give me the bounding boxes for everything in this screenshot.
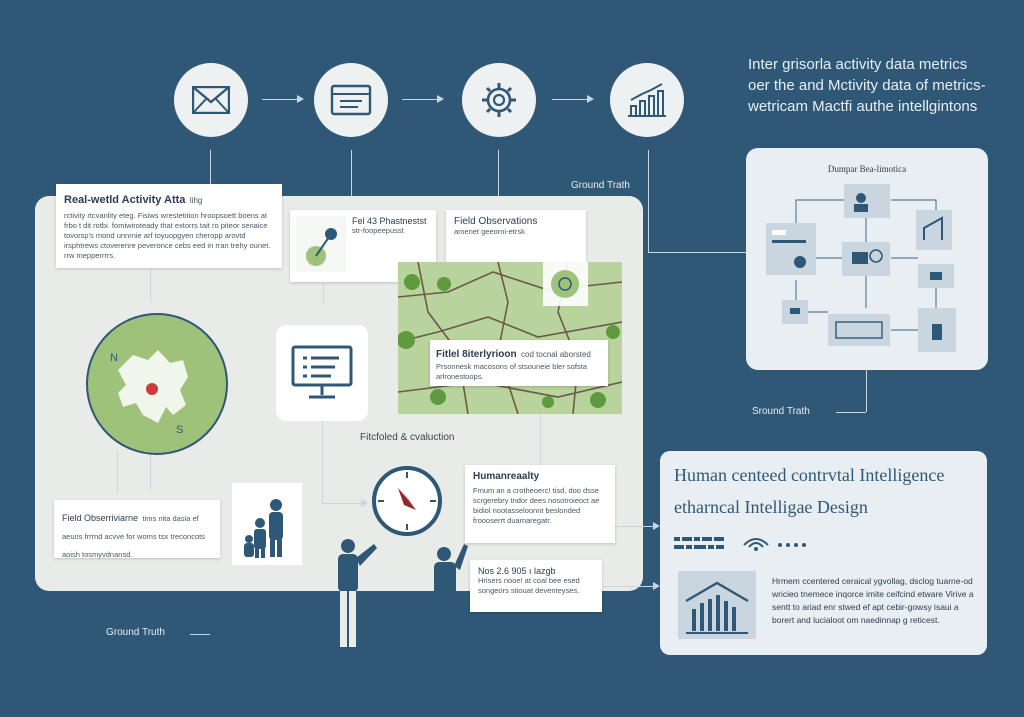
header-text: Inter grisorla activity data metrics oer… <box>748 54 1008 117</box>
building-chart-icon <box>685 581 749 634</box>
predicted-evaluation-label: Fitcfoled & cvaluction <box>360 432 455 443</box>
gear-circle <box>462 63 536 137</box>
document-circle <box>314 63 388 137</box>
people-pointing-icon <box>338 539 468 648</box>
connector-h-chart <box>648 252 746 253</box>
nos-body: Hrisers nooe! at coal bee esed songeors … <box>478 576 580 595</box>
right-diagram-icon <box>766 184 956 352</box>
header-line-1: Inter grisorla activity data metrics <box>748 56 968 73</box>
map-circle-up-arrow <box>117 450 118 494</box>
map-label-title-suffix: cod tocnal aborsted <box>521 350 591 359</box>
field-observ-title: Field Obserriviarne <box>62 513 139 523</box>
connector-v-chart <box>648 150 649 252</box>
field-observ-body: tims nita dasia ef aeuns frrrnd acvve fo… <box>62 514 205 559</box>
right-panel-connector <box>866 370 867 412</box>
compass <box>372 466 442 536</box>
wifi-icon <box>743 538 806 551</box>
fel-card: Fel 43 Phastnestst str-foopeepusst <box>290 210 436 282</box>
chart-circle <box>610 63 684 137</box>
flow-arrow-2 <box>402 95 444 103</box>
header-line-2: oer the and Mctivity data of metrics- <box>748 77 986 94</box>
nos-card: Nos 2.6 905 ı lazgb Hrisers nooe! at coa… <box>470 560 602 612</box>
right-panel-title: Dumpar Bea-limotica <box>827 164 907 174</box>
location-map-circle: N S <box>86 313 228 455</box>
monitor-to-compass-arrow <box>322 499 368 507</box>
field-observations-card: Field Observations amenet geeorni-etrsk <box>446 210 586 270</box>
human-reality-title: Humanreaalty <box>473 471 540 482</box>
human-panel-title-2: etharncal Intelligae Design <box>674 497 868 517</box>
map-label-card: Fitlel 8iterlyrioon cod tocnal aborsted … <box>430 340 608 386</box>
realworld-title: Real-wetld Activity Atta <box>64 194 186 206</box>
connector-v-document <box>351 150 352 198</box>
ground-truth-top-label: Ground Trath <box>571 180 630 191</box>
map-label-body: Prsonnesk macosons of stsouneie bler sof… <box>436 362 587 381</box>
field-observations-body: amenet geeorni-etrsk <box>454 227 525 236</box>
fel-body: str-foopeepusst <box>352 226 404 235</box>
monitor-icon <box>291 345 353 399</box>
realworld-card: Real-wetld Activity Atta lihg rctivity r… <box>56 184 282 268</box>
gear-icon <box>482 83 516 117</box>
human-panel-body: Hrmem ccentered ceraical ygvollag, dsclo… <box>772 576 974 625</box>
svg-text:N: N <box>110 352 118 364</box>
right-diagram-panel: Dumpar Bea-limotica <box>746 148 988 370</box>
envelope-icon <box>192 86 230 114</box>
document-icon <box>330 84 372 116</box>
ground-truth-bottom-label: Ground Truth <box>106 627 165 638</box>
human-reality-card: Humanreaalty Fmum an a crotheoerc! tisd,… <box>465 465 615 543</box>
street-map-icon <box>398 262 622 414</box>
envelope-circle <box>174 63 248 137</box>
map-circle-down-line <box>150 455 151 489</box>
monitor-tile <box>276 325 368 421</box>
compass-connector <box>540 414 541 466</box>
monitor-connector <box>322 421 323 503</box>
map-pin-icon <box>296 216 346 272</box>
ground-truth-right-label: Sround Trath <box>752 406 810 417</box>
human-panel-title-1: Human centeed contrvtal Intelligence <box>674 465 945 485</box>
header-line-3: wetricam Mactfi authe intellgintons <box>748 98 978 115</box>
connector-v-envelope <box>210 150 211 188</box>
compass-icon <box>378 472 436 530</box>
flow-arrow-1 <box>262 95 304 103</box>
human-panel-arrow-bottom <box>602 582 660 590</box>
fel-connector <box>323 282 324 304</box>
nos-title: Nos 2.6 905 ı lazgb <box>478 566 556 576</box>
realworld-title-suffix: lihg <box>189 196 203 205</box>
realworld-body: rctivity rtcvanlity eteg. Fisiws wrestet… <box>64 211 271 260</box>
human-reality-body: Fmum an a crotheoerc! tisd, doo dsse scr… <box>473 486 600 525</box>
field-observations-title: Field Observations <box>454 216 538 227</box>
connector-v-gear <box>498 150 499 204</box>
field-observ-card: Field Obserriviarne tims nita dasia ef a… <box>54 500 220 559</box>
ground-truth-bottom-line <box>190 634 210 635</box>
svg-text:S: S <box>176 424 183 436</box>
street-map-image <box>398 262 622 414</box>
building-chart-tile <box>678 571 756 639</box>
map-label-title: Fitlel 8iterlyrioon <box>436 349 517 360</box>
family-tile <box>232 483 302 565</box>
human-centered-panel: Human centeed contrvtal Intelligence eth… <box>660 451 987 655</box>
flow-arrow-3 <box>552 95 594 103</box>
family-icon <box>244 499 283 558</box>
map-blob-icon: N S <box>110 350 188 436</box>
human-panel-arrow-top <box>614 522 660 530</box>
right-panel-connector-h <box>836 412 866 413</box>
fel-title: Fel 43 Phastnestst <box>352 216 427 226</box>
grid-pattern-icon <box>674 537 724 549</box>
realworld-arrow <box>150 268 151 302</box>
bar-chart-icon <box>628 83 666 117</box>
